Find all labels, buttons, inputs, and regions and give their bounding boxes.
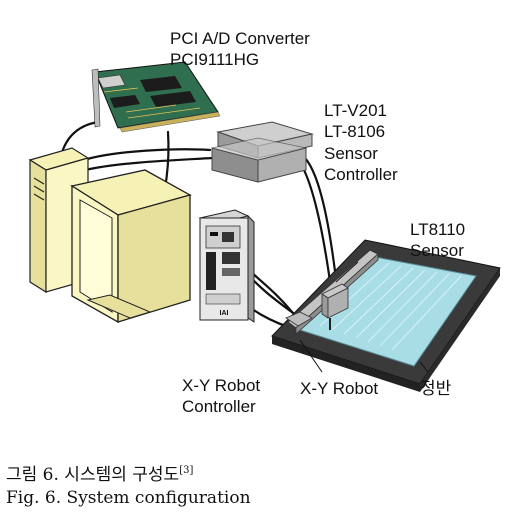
robot-controller-label-1: X-Y Robot (182, 376, 261, 395)
sensor-controller-unit (211, 121, 314, 183)
leader-lines (299, 261, 429, 373)
caption-reference: [3] (179, 465, 194, 476)
controller-model-label-1: LT-V201 (324, 101, 388, 120)
xy-robot-label: X-Y Robot (300, 379, 379, 398)
surface-plate-label: 정반 (420, 379, 452, 398)
sensor-name-label: Sensor (410, 241, 464, 260)
controller-name-label-2: Controller (324, 165, 398, 184)
caption-korean-text: 그림 6. 시스템의 구성도 (6, 465, 180, 485)
system-configuration-diagram: IAI (28, 61, 501, 392)
pci-converter-board (91, 61, 221, 133)
xy-robot (285, 249, 379, 335)
controller-name-label-1: Sensor (324, 144, 378, 163)
figure-caption-english: Fig. 6. System configuration (6, 488, 251, 508)
robot-controller-unit: IAI (198, 209, 255, 323)
plate-grid-lines (307, 259, 462, 351)
monitor (70, 169, 192, 324)
controller-model-label-2: LT-8106 (324, 122, 386, 141)
pci-converter-name-label: PCI A/D Converter (170, 29, 310, 48)
sensor-model-label: LT8110 (410, 220, 466, 239)
robot-controller-label-2: Controller (182, 397, 256, 416)
robot-controller-badge: IAI (220, 310, 229, 317)
figure-caption-korean: 그림 6. 시스템의 구성도[3] (6, 460, 193, 485)
pci-converter-model-label: PCI9111HG (170, 50, 260, 69)
